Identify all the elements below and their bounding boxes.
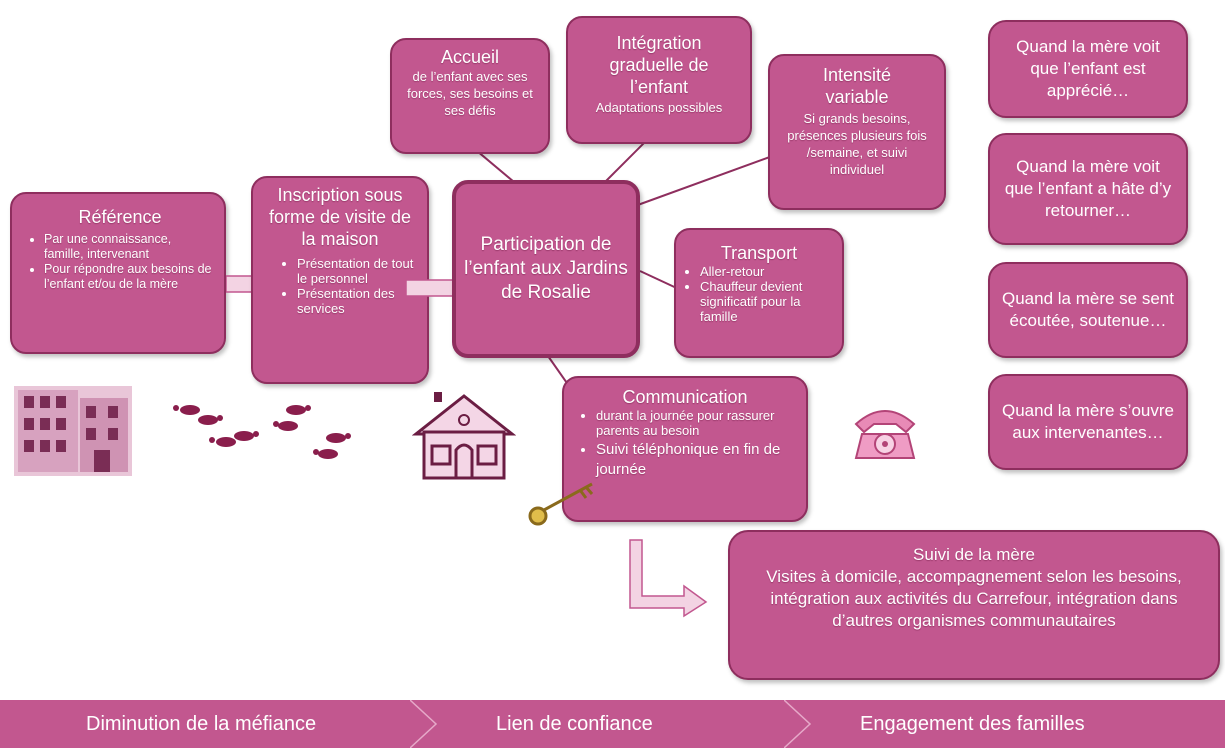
- connector-intensite: [634, 154, 775, 207]
- quand-box-4: Quand la mère s’ouvre aux intervenantes…: [988, 374, 1188, 470]
- intensite-box: Intensité variable Si grands besoins, pr…: [768, 54, 946, 210]
- suivi-box: Suivi de la mère Visites à domicile, acc…: [728, 530, 1220, 680]
- suivi-text: Visites à domicile, accompagnement selon…: [766, 567, 1182, 630]
- reference-box: Référence Par une connaissance, famille,…: [10, 192, 226, 354]
- transport-bullet: Chauffeur devient significatif pour la f…: [700, 279, 836, 324]
- accueil-text: de l’enfant avec ses forces, ses besoins…: [407, 69, 533, 118]
- step-label: Lien de confiance: [496, 713, 653, 735]
- inscription-bullet: Présentation des services: [297, 286, 419, 316]
- building-icon: [14, 386, 132, 476]
- communication-bullet: durant la journée pour rassurer parents …: [596, 408, 796, 438]
- reference-bullet: Pour répondre aux besoins de l’enfant et…: [44, 262, 214, 292]
- reference-bullets: Par une connaissance, famille, intervena…: [26, 232, 214, 292]
- quand-text: Quand la mère voit que l’enfant a hâte d…: [1004, 157, 1172, 220]
- inscription-bullet: Présentation de tout le personnel: [297, 256, 419, 286]
- step-label: Engagement des familles: [860, 713, 1085, 735]
- step-label: Diminution de la méfiance: [86, 713, 317, 735]
- transport-title: Transport: [720, 243, 798, 263]
- step-3: Engagement des familles: [784, 700, 1225, 748]
- inscription-bullets: Présentation de tout le personnel Présen…: [261, 256, 419, 316]
- communication-title: Communication: [622, 387, 748, 407]
- telephone-icon: [854, 410, 916, 459]
- suivi-title: Suivi de la mère: [913, 545, 1035, 564]
- integration-title: Intégration graduelle de l’enfant: [609, 33, 709, 97]
- integration-text: Adaptations possibles: [595, 100, 723, 115]
- communication-box: Communication durant la journée pour ras…: [562, 376, 808, 522]
- house-icon: [412, 392, 516, 480]
- key-icon: [528, 482, 594, 526]
- quand-box-3: Quand la mère se sent écoutée, soutenue…: [988, 262, 1188, 358]
- quand-box-1: Quand la mère voit que l’enfant est appr…: [988, 20, 1188, 118]
- quand-text: Quand la mère voit que l’enfant est appr…: [1016, 37, 1160, 100]
- connector-transport: [639, 270, 677, 289]
- bent-arrow-icon: [629, 539, 708, 618]
- transport-bullets: Aller-retour Chauffeur devient significa…: [682, 264, 836, 324]
- inscription-box: Inscription sous forme de visite de la m…: [251, 176, 429, 384]
- participation-title: Participation de l’enfant aux Jardins de…: [464, 234, 628, 303]
- transport-box: Transport Aller-retour Chauffeur devient…: [674, 228, 844, 358]
- participation-box: Participation de l’enfant aux Jardins de…: [452, 180, 640, 358]
- communication-bullet: Suivi téléphonique en fin de journée: [596, 440, 796, 480]
- integration-box: Intégration graduelle de l’enfant Adapta…: [566, 16, 752, 144]
- accueil-title: Accueil: [440, 47, 500, 67]
- communication-bullets: durant la journée pour rassurer parents …: [574, 408, 796, 480]
- step-2: Lien de confiance: [410, 700, 814, 748]
- intensite-title: Intensité variable: [822, 65, 892, 107]
- reference-bullet: Par une connaissance, famille, intervena…: [44, 232, 214, 262]
- reference-title: Référence: [78, 207, 162, 227]
- quand-text: Quand la mère s’ouvre aux intervenantes…: [1002, 401, 1174, 442]
- quand-box-2: Quand la mère voit que l’enfant a hâte d…: [988, 133, 1188, 245]
- transport-bullet: Aller-retour: [700, 264, 836, 279]
- quand-text: Quand la mère se sent écoutée, soutenue…: [1002, 289, 1174, 330]
- step-1: Diminution de la méfiance: [0, 700, 440, 748]
- intensite-text: Si grands besoins, présences plusieurs f…: [787, 111, 927, 177]
- inscription-title: Inscription sous forme de visite de la m…: [268, 185, 412, 249]
- footprints-icon: [173, 405, 351, 459]
- accueil-box: Accueil de l’enfant avec ses forces, ses…: [390, 38, 550, 154]
